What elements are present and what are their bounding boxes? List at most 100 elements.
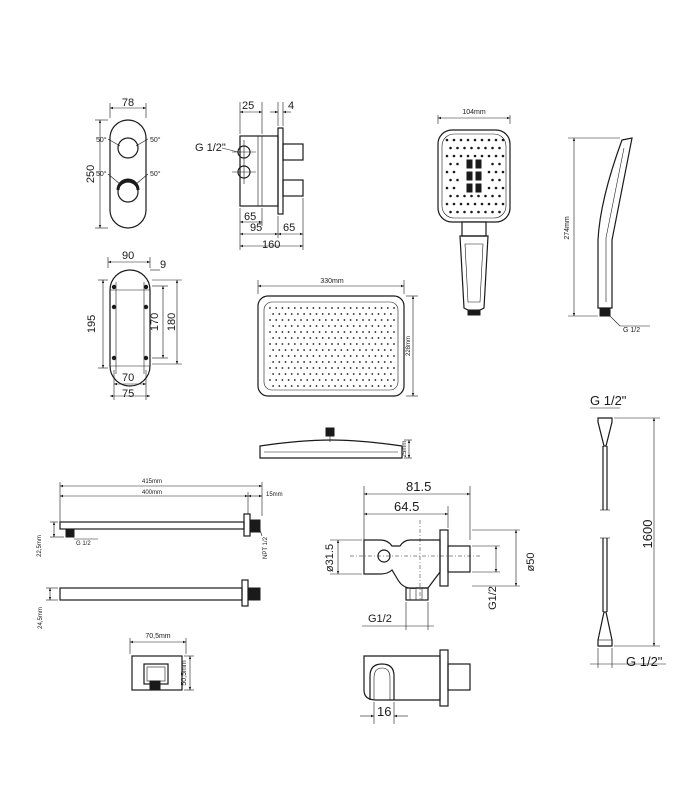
valve-dim-65a: 65: [244, 211, 256, 223]
hand-shower-nozzle: [491, 210, 494, 214]
head-nozzle: [365, 373, 367, 375]
outlet-connector: [447, 545, 471, 573]
head-nozzle: [352, 373, 355, 375]
outlet-wall-plate: [439, 529, 449, 587]
head-nozzle: [368, 367, 371, 369]
head-nozzle: [346, 385, 349, 387]
arm-flange-side: [241, 579, 249, 607]
hand-shower-handle: [459, 235, 489, 312]
head-nozzle: [287, 379, 290, 381]
head-nozzle: [380, 343, 383, 345]
holder-wall-plate: [439, 649, 449, 707]
hand-shower-nozzle: [494, 154, 498, 158]
head-nozzle: [355, 355, 358, 357]
head-nozzle: [355, 343, 358, 345]
head-nozzle: [281, 343, 284, 345]
head-nozzle: [390, 373, 392, 375]
head-nozzle: [303, 325, 305, 327]
head-nozzle: [324, 355, 327, 357]
head-nozzle: [346, 361, 349, 363]
head-nozzle: [337, 355, 340, 357]
head-nozzle: [303, 361, 305, 363]
shower-arm-side-view: 24,5mm: [38, 579, 261, 629]
head-nozzle: [321, 337, 324, 339]
head-nozzle: [321, 373, 324, 375]
head-nozzle: [349, 319, 352, 321]
hand-shower-length-label: 274mm: [564, 216, 571, 240]
head-nozzle: [309, 313, 312, 315]
head-nozzle: [352, 337, 355, 339]
hand-shower-nozzle: [484, 194, 487, 198]
head-nozzle: [374, 307, 377, 309]
wall-flange-view: 70,5mm 50,5mm: [129, 633, 194, 691]
head-nozzle: [269, 307, 271, 309]
head-nozzle: [312, 379, 315, 381]
head-nozzle: [287, 367, 290, 369]
hand-shower-nozzle: [466, 202, 470, 206]
head-nozzle: [324, 319, 327, 321]
head-nozzle: [278, 385, 281, 387]
valve-top-handle: [282, 143, 304, 161]
head-nozzle: [349, 379, 352, 381]
head-nozzle: [309, 373, 312, 375]
head-nozzle: [281, 319, 284, 321]
angle-label-br: 50°: [150, 170, 161, 178]
hose-thread-bottom: G 1/2": [626, 654, 663, 669]
head-nozzle: [393, 367, 395, 369]
hand-shower-center-slot-3: [466, 171, 473, 181]
head-nozzle: [340, 349, 343, 351]
head-nozzle: [343, 331, 346, 333]
head-nozzle: [337, 331, 340, 333]
head-height-label: 25mm: [402, 441, 408, 458]
head-nozzle: [386, 307, 389, 309]
head-nozzle: [383, 313, 386, 315]
holder-cradle: [369, 663, 395, 700]
hand-shower-nozzle: [456, 162, 459, 166]
head-nozzle: [303, 349, 305, 351]
hand-shower-nozzle: [470, 194, 473, 198]
head-nozzle: [368, 307, 371, 309]
head-nozzle: [393, 307, 395, 309]
head-nozzle: [324, 343, 327, 345]
head-nozzle: [390, 385, 392, 387]
head-nozzle: [340, 373, 343, 375]
head-nozzle: [297, 349, 299, 351]
hand-shower-nozzle: [480, 202, 484, 206]
wall-outlet-side-view: 81.5 64.5 ø31.5 ø50 G1/2 G1/2: [324, 479, 537, 630]
head-nozzle: [284, 385, 287, 387]
head-nozzle: [365, 361, 367, 363]
hose-thread-top: G 1/2": [590, 393, 627, 408]
head-nozzle: [287, 355, 290, 357]
outlet-thread-bottom: G1/2: [368, 613, 392, 625]
head-nozzle: [306, 307, 309, 309]
head-nozzle: [315, 337, 318, 339]
head-nozzle: [383, 337, 386, 339]
head-nozzle: [290, 313, 293, 315]
holder-body: [363, 655, 441, 701]
head-nozzle: [349, 355, 352, 357]
head-nozzle: [362, 355, 364, 357]
head-nozzle: [318, 331, 321, 333]
hand-shower-nozzle: [498, 162, 501, 166]
valve-dim-25: 25: [242, 100, 254, 112]
hand-shower-head: [437, 129, 511, 223]
flange-width-label: 70,5mm: [145, 633, 170, 640]
head-nozzle: [315, 325, 318, 327]
head-nozzle: [331, 379, 333, 381]
head-nozzle: [383, 361, 386, 363]
shower-hose-view: G 1/2" 1600 G 1/2": [590, 393, 666, 669]
hand-shower-connector: [467, 309, 481, 316]
head-nozzle: [287, 343, 290, 345]
head-nozzle: [297, 337, 299, 339]
head-nozzle: [346, 373, 349, 375]
head-nozzle: [374, 367, 377, 369]
head-nozzle: [334, 385, 336, 387]
hand-shower-nozzle: [470, 146, 473, 150]
hand-shower-nozzle: [456, 210, 459, 214]
head-nozzle: [290, 361, 293, 363]
head-nozzle: [328, 349, 330, 351]
head-nozzle: [355, 379, 358, 381]
head-nozzle: [284, 325, 287, 327]
outlet-holder-ring: [377, 549, 391, 563]
hand-shower-nozzle: [466, 154, 470, 158]
